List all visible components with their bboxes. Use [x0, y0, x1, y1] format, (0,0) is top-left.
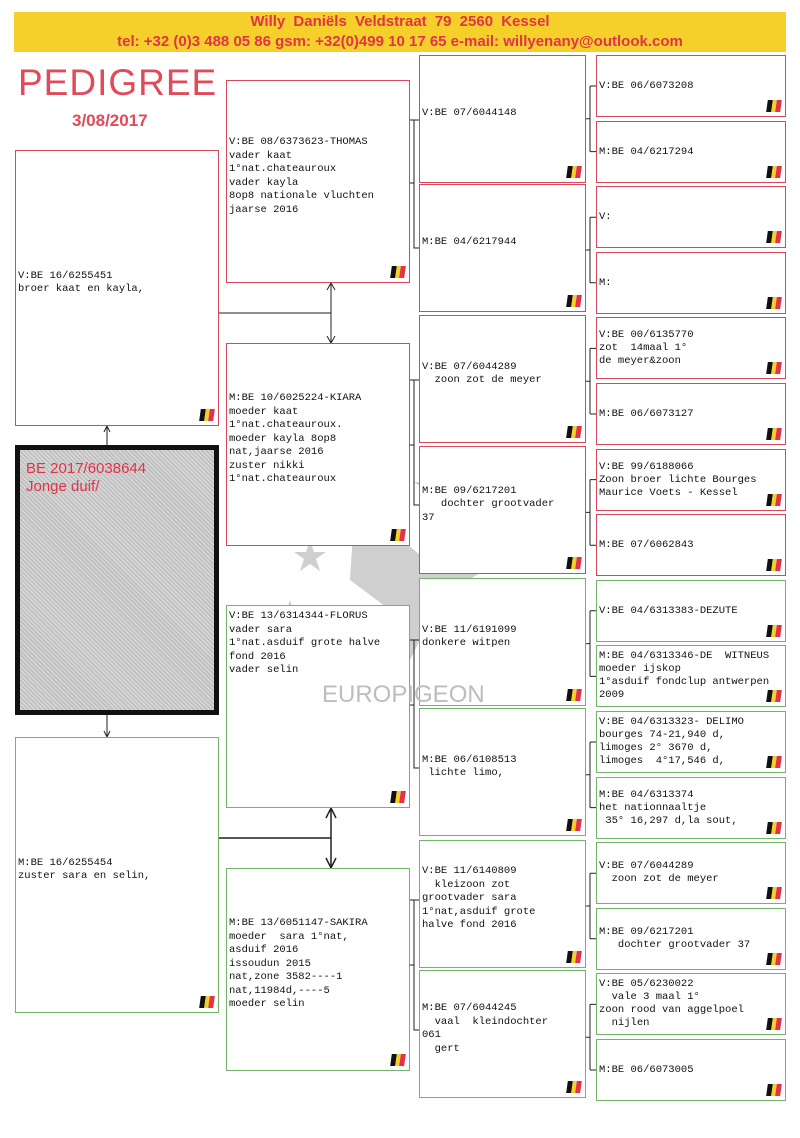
- ancestor-info: V:BE 99/6188066 Zoon broer lichte Bourge…: [599, 460, 757, 499]
- great-grandparent-box: V:BE 07/6044289 zoon zot de meyer: [419, 315, 586, 443]
- belgium-flag-icon: [766, 100, 782, 112]
- breeder-address: Willy Daniëls Veldstraat 79 2560 Kessel: [250, 13, 550, 30]
- belgium-flag-icon: [199, 996, 215, 1008]
- belgium-flag-icon: [566, 689, 582, 701]
- great-great-grandparent-box: M:BE 06/6073127: [596, 383, 786, 445]
- breeder-header: Willy Daniëls Veldstraat 79 2560 Kessel …: [14, 12, 786, 52]
- dam-box: M:BE 16/6255454 zuster sara en selin,: [15, 737, 219, 1013]
- belgium-flag-icon: [566, 295, 582, 307]
- belgium-flag-icon: [766, 887, 782, 899]
- great-great-grandparent-box: V:BE 04/6313383-DEZUTE: [596, 580, 786, 642]
- belgium-flag-icon: [566, 557, 582, 569]
- bird-ring-number: BE 2017/6038644: [26, 460, 147, 477]
- great-grandparent-box: V:BE 11/6140809 kleizoon zot grootvader …: [419, 840, 586, 968]
- belgium-flag-icon: [566, 426, 582, 438]
- ancestor-info: M:BE 09/6217201 dochter grootvader 37: [599, 926, 751, 951]
- great-great-grandparent-box: V:BE 04/6313323- DELIMO bourges 74-21,94…: [596, 711, 786, 773]
- belgium-flag-icon: [766, 756, 782, 768]
- ancestor-info: M:BE 04/6217944: [422, 236, 517, 249]
- ancestor-info: M:BE 06/6073005: [599, 1063, 694, 1076]
- great-great-grandparent-box: M:: [596, 252, 786, 314]
- belgium-flag-icon: [766, 231, 782, 243]
- breeder-contact: tel: +32 (0)3 488 05 86 gsm: +32(0)499 1…: [117, 33, 683, 50]
- belgium-flag-icon: [390, 791, 406, 803]
- sire-box: V:BE 16/6255451 broer kaat en kayla,: [15, 150, 219, 426]
- ancestor-info: V:BE 16/6255451 broer kaat en kayla,: [18, 269, 145, 296]
- grandparent-box: V:BE 08/6373623-THOMAS vader kaat 1°nat.…: [226, 80, 410, 283]
- great-great-grandparent-box: V:: [596, 186, 786, 248]
- belgium-flag-icon: [390, 1054, 406, 1066]
- belgium-flag-icon: [390, 266, 406, 278]
- great-great-grandparent-box: V:BE 05/6230022 vale 3 maal 1° zoon rood…: [596, 973, 786, 1035]
- ancestor-info: V:BE 04/6313323- DELIMO bourges 74-21,94…: [599, 716, 744, 767]
- pedigree-date: 3/08/2017: [72, 111, 148, 130]
- great-great-grandparent-box: V:BE 06/6073208: [596, 55, 786, 117]
- belgium-flag-icon: [566, 819, 582, 831]
- ancestor-info: M:BE 16/6255454 zuster sara en selin,: [18, 856, 151, 883]
- great-great-grandparent-box: V:BE 07/6044289 zoon zot de meyer: [596, 842, 786, 904]
- bird-name: Jonge duif/: [26, 478, 100, 495]
- great-great-grandparent-box: M:BE 09/6217201 dochter grootvader 37: [596, 908, 786, 970]
- belgium-flag-icon: [766, 625, 782, 637]
- belgium-flag-icon: [566, 951, 582, 963]
- ancestor-info: V:BE 00/6135770 zot 14maal 1° de meyer&z…: [599, 328, 694, 367]
- ancestor-info: M:BE 06/6073127: [599, 407, 694, 420]
- belgium-flag-icon: [766, 822, 782, 834]
- ancestor-info: V:BE 11/6191099 donkere witpen: [422, 623, 517, 650]
- belgium-flag-icon: [766, 559, 782, 571]
- great-great-grandparent-box: M:BE 07/6062843: [596, 514, 786, 576]
- belgium-flag-icon: [766, 362, 782, 374]
- belgium-flag-icon: [766, 690, 782, 702]
- ancestor-info: V:: [599, 210, 612, 223]
- subject-bird-photo: BE 2017/6038644 Jonge duif/: [15, 445, 219, 715]
- grandparent-box: V:BE 13/6314344-FLORUS vader sara 1°nat.…: [226, 605, 410, 808]
- belgium-flag-icon: [766, 1084, 782, 1096]
- ancestor-info: M:BE 04/6313346-DE WITNEUS moeder ijskop…: [599, 650, 770, 701]
- ancestor-info: M:BE 13/6051147-SAKIRA moeder sara 1°nat…: [229, 917, 368, 1011]
- page-title: PEDIGREE: [18, 62, 218, 103]
- ancestor-info: M:BE 09/6217201 dochter grootvader 37: [422, 484, 555, 524]
- belgium-flag-icon: [766, 1018, 782, 1030]
- great-grandparent-box: V:BE 07/6044148: [419, 55, 586, 183]
- great-great-grandparent-box: M:BE 04/6313374 het nationnaaltje 35° 16…: [596, 777, 786, 839]
- grandparent-box: M:BE 10/6025224-KIARA moeder kaat 1°nat.…: [226, 343, 410, 546]
- ancestor-info: M:BE 06/6108513 lichte limo,: [422, 753, 517, 780]
- ancestor-info: V:BE 04/6313383-DEZUTE: [599, 604, 738, 617]
- belgium-flag-icon: [766, 428, 782, 440]
- great-grandparent-box: M:BE 09/6217201 dochter grootvader 37: [419, 446, 586, 574]
- great-grandparent-box: M:BE 06/6108513 lichte limo,: [419, 708, 586, 836]
- great-grandparent-box: M:BE 07/6044245 vaal kleindochter 061 ge…: [419, 970, 586, 1098]
- ancestor-info: V:BE 07/6044148: [422, 107, 517, 120]
- ancestor-info: V:BE 11/6140809 kleizoon zot grootvader …: [422, 865, 536, 932]
- ancestor-info: V:BE 07/6044289 zoon zot de meyer: [599, 860, 719, 885]
- belgium-flag-icon: [766, 494, 782, 506]
- belgium-flag-icon: [566, 1081, 582, 1093]
- ancestor-info: V:BE 06/6073208: [599, 79, 694, 92]
- belgium-flag-icon: [766, 297, 782, 309]
- great-great-grandparent-box: M:BE 04/6313346-DE WITNEUS moeder ijskop…: [596, 645, 786, 707]
- belgium-flag-icon: [566, 166, 582, 178]
- ancestor-info: V:BE 08/6373623-THOMAS vader kaat 1°nat.…: [229, 136, 374, 216]
- great-great-grandparent-box: M:BE 06/6073005: [596, 1039, 786, 1101]
- ancestor-info: M:: [599, 276, 612, 289]
- belgium-flag-icon: [390, 529, 406, 541]
- ancestor-info: M:BE 07/6062843: [599, 538, 694, 551]
- ancestor-info: M:BE 10/6025224-KIARA moeder kaat 1°nat.…: [229, 392, 362, 486]
- ancestor-info: V:BE 13/6314344-FLORUS vader sara 1°nat.…: [229, 610, 381, 676]
- great-great-grandparent-box: V:BE 00/6135770 zot 14maal 1° de meyer&z…: [596, 317, 786, 379]
- ancestor-info: M:BE 07/6044245 vaal kleindochter 061 ge…: [422, 1002, 549, 1055]
- great-grandparent-box: M:BE 04/6217944: [419, 184, 586, 312]
- great-great-grandparent-box: V:BE 99/6188066 Zoon broer lichte Bourge…: [596, 449, 786, 511]
- great-great-grandparent-box: M:BE 04/6217294: [596, 121, 786, 183]
- ancestor-info: M:BE 04/6313374 het nationnaaltje 35° 16…: [599, 788, 738, 827]
- belgium-flag-icon: [766, 166, 782, 178]
- belgium-flag-icon: [766, 953, 782, 965]
- grandparent-box: M:BE 13/6051147-SAKIRA moeder sara 1°nat…: [226, 868, 410, 1071]
- great-grandparent-box: V:BE 11/6191099 donkere witpen: [419, 578, 586, 706]
- ancestor-info: V:BE 05/6230022 vale 3 maal 1° zoon rood…: [599, 978, 744, 1029]
- ancestor-info: V:BE 07/6044289 zoon zot de meyer: [422, 360, 542, 387]
- belgium-flag-icon: [199, 409, 215, 421]
- ancestor-info: M:BE 04/6217294: [599, 145, 694, 158]
